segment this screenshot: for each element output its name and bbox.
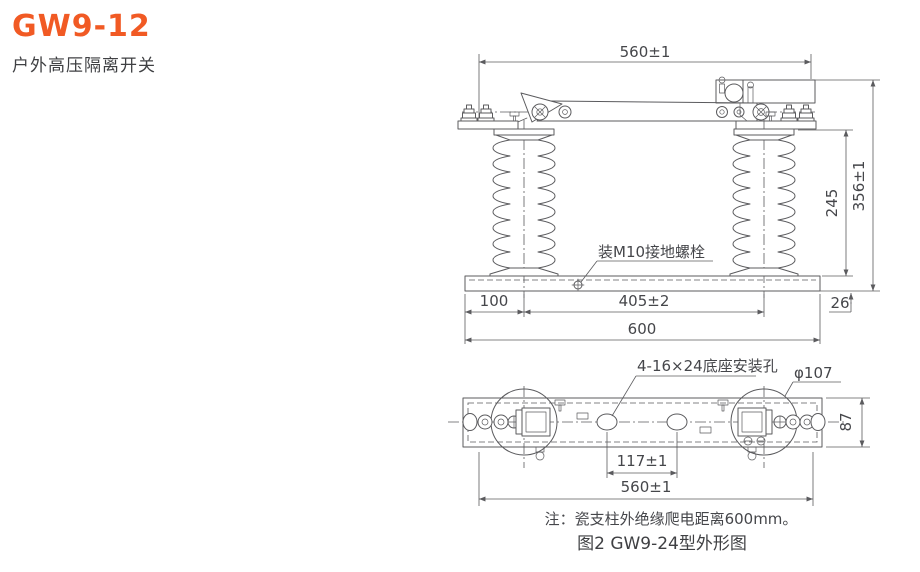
terminal-bolt	[797, 104, 815, 122]
mounting-holes-label-text: 4-16×24底座安装孔	[637, 357, 778, 375]
mounting-holes-label: 4-16×24底座安装孔	[611, 357, 778, 417]
dim-total-height: 356±1	[815, 79, 880, 291]
product-model: GW9-12	[12, 9, 151, 44]
dim-insulator-height: 245	[798, 129, 853, 277]
product-subtitle: 户外高压隔离开关	[12, 56, 156, 76]
ground-bolt	[571, 278, 585, 292]
dim-base-height: 26	[820, 290, 880, 313]
plan-view: 4-16×24底座安装孔 φ107 87	[448, 357, 870, 506]
dim-base-depth-value: 87	[837, 412, 855, 431]
contact-housing	[715, 76, 816, 122]
dim-center-span-value: 405±2	[619, 292, 670, 310]
base-plate	[464, 275, 821, 292]
dim-base-width-value: 600	[628, 320, 657, 338]
dim-bottom: 100 405±2 600	[464, 292, 821, 344]
plan-insulator-flange-right	[730, 388, 826, 461]
plan-insulator-flange-left	[462, 388, 558, 461]
dim-top-width: 560±1	[478, 43, 812, 124]
dim-total-height-value: 356±1	[850, 161, 868, 212]
insulator-left	[489, 120, 559, 298]
dim-top-width-value: 560±1	[620, 43, 671, 61]
dim-base-height-value: 26	[830, 294, 849, 312]
flange-diameter-label: φ107	[784, 364, 841, 397]
ground-bolt-label-text: 装M10接地螺栓	[598, 243, 705, 261]
dim-overall-span: 560±1	[478, 452, 814, 506]
terminal-bolt	[780, 104, 798, 122]
mounting-slots	[554, 399, 729, 434]
dim-slot-span-value: 117±1	[617, 452, 668, 470]
dim-insulator-height-value: 245	[823, 189, 841, 218]
insulator-right	[729, 120, 799, 298]
dim-base-depth: 87	[826, 397, 870, 448]
figure-caption: 图2 GW9-24型外形图	[577, 534, 747, 554]
dim-left-offset-value: 100	[480, 292, 509, 310]
blade-assembly	[494, 92, 770, 133]
terminal-pad-left	[457, 104, 520, 130]
ground-bolt-label: 装M10接地螺栓	[580, 243, 713, 283]
drawing-note: 注：瓷支柱外绝缘爬电距离600mm。	[545, 510, 798, 528]
title-block: GW9-12 户外高压隔离开关	[12, 10, 156, 76]
terminal-bolt	[460, 104, 478, 122]
flange-diameter-label-text: φ107	[794, 364, 833, 382]
dim-overall-span-value: 560±1	[621, 478, 672, 496]
dim-slot-span: 117±1	[606, 432, 678, 478]
terminal-pad-right	[735, 104, 817, 130]
terminal-bolt	[477, 104, 495, 122]
front-view: 560±1	[457, 43, 880, 344]
